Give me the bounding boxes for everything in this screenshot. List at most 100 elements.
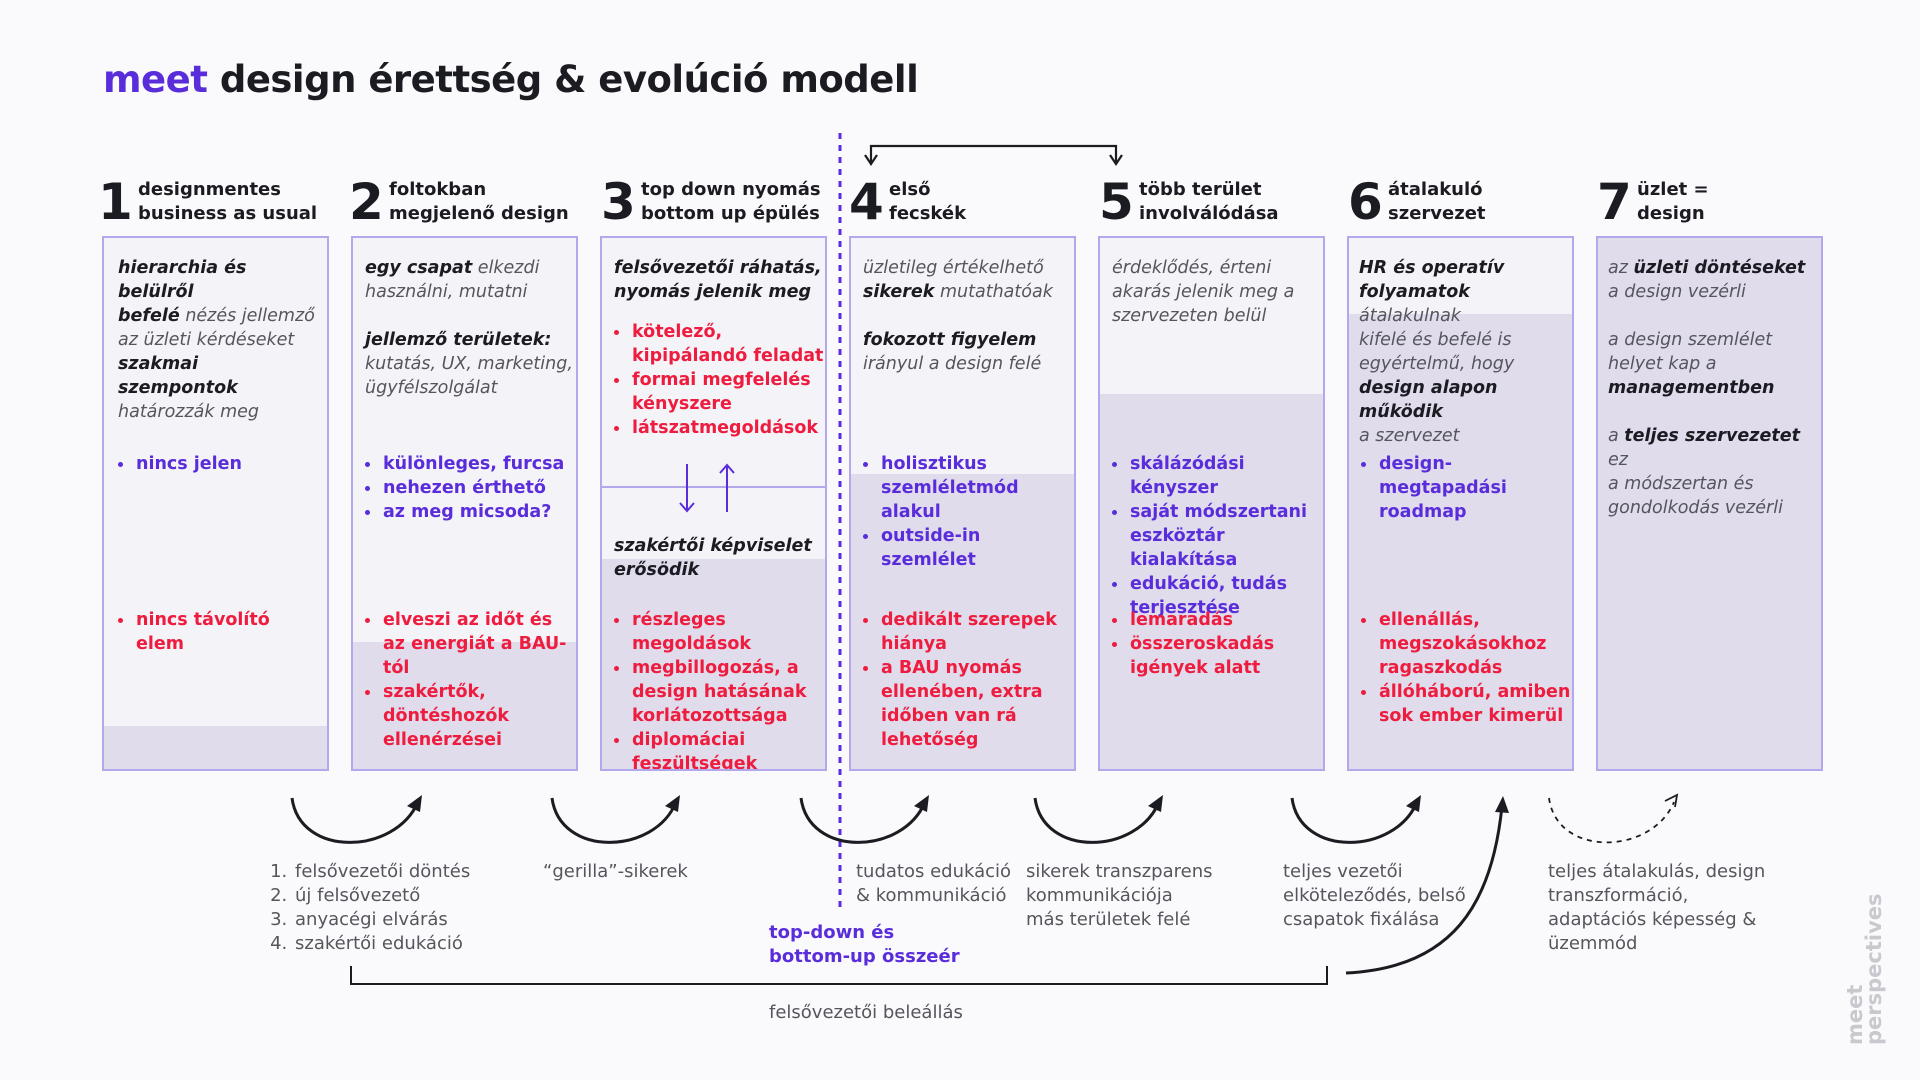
big-return-arrow-icon [1345, 805, 1504, 975]
transition-arrow-5-6-icon [1290, 797, 1419, 844]
positive-item: skálázódási kényszer [1112, 452, 1323, 500]
positive-item: saját módszertani eszköztár kialakítása [1112, 500, 1323, 572]
card-shade [602, 559, 825, 769]
transition-arrow-2-3-icon [550, 797, 678, 844]
footer-label: felsővezetői beleállás [769, 1002, 963, 1023]
transition-arrow-3-4-icon [799, 797, 927, 844]
arrowhead-icon [1406, 795, 1421, 812]
arrowhead-dashed-icon [1664, 793, 1679, 808]
transition-3-4-note: tudatos edukáció & kommunikáció [856, 861, 1012, 906]
negative-list: ellenállás, megszokásokhoz ragaszkodás á… [1361, 608, 1571, 728]
transition-5-6-note: teljes vezetői elköteleződés, belső csap… [1283, 861, 1466, 930]
positive-list: skálázódási kényszer saját módszertani e… [1112, 452, 1323, 620]
positive-list: design-megtapadási roadmap [1361, 452, 1571, 524]
negative-item: elveszi az időt és az energiát a BAU-tól [365, 608, 575, 680]
stage-label: átalakuló szervezet [1388, 179, 1486, 224]
arrowhead-icon [665, 795, 680, 812]
stage-number: 4 [849, 173, 884, 231]
card-shade [353, 642, 576, 769]
card-shade [104, 726, 327, 769]
stage-number: 7 [1597, 173, 1632, 231]
stage-label: foltokban megjelenő design [389, 179, 569, 224]
negative-list: kötelező, kipipálandó feladat formai meg… [614, 320, 824, 440]
card-shade [1598, 238, 1821, 769]
arrowhead-icon [1495, 796, 1509, 813]
negative-item: kötelező, kipipálandó feladat [614, 320, 824, 368]
page-title: meet design érettség & evolúció modell [103, 58, 919, 101]
stage-number: 6 [1348, 173, 1383, 231]
positive-item: design-megtapadási roadmap [1361, 452, 1571, 524]
negative-list: elveszi az időt és az energiát a BAU-tól… [365, 608, 575, 752]
footer-bracket [350, 966, 1328, 985]
arrowhead-icon [407, 795, 422, 812]
negative-item: állóháború, amiben sok ember kimerül [1361, 680, 1571, 728]
negative-item: a BAU nyomás ellenében, extra időben van… [863, 656, 1073, 752]
card-shade [1349, 314, 1572, 769]
title-text: design érettség & evolúció modell [219, 58, 919, 101]
positive-item: edukáció, tudás terjesztése [1112, 572, 1323, 620]
transition-item: szakértői edukáció [293, 932, 470, 956]
negative-item: részleges megoldások [614, 608, 824, 656]
stage-card-3: felsővezetői ráhatás,nyomás jelenik meg … [600, 236, 827, 771]
transition-item: felsővezetői döntés [293, 860, 470, 884]
down-arrow-icon [679, 464, 695, 513]
card-shade [851, 474, 1074, 769]
negative-item: látszatmegoldások [614, 416, 824, 440]
transition-1-2-list: felsővezetői döntés új felsővezető anyac… [270, 860, 470, 956]
positive-item: különleges, furcsa [365, 452, 575, 476]
positive-list: nincs jelen [118, 452, 323, 476]
negative-item: összeroskadás igények alatt [1112, 632, 1322, 680]
positive-list: holisztikus szemléletmód alakul outside-… [863, 452, 1074, 572]
stage-number: 3 [601, 173, 636, 231]
negative-item: dedikált szerepek hiánya [863, 608, 1073, 656]
negative-item: nincs távolító elem [118, 608, 323, 656]
stage-number: 5 [1099, 173, 1134, 231]
bracket-4-5-icon [864, 144, 1123, 166]
transition-4-5-note: sikerek transzparens kommunikációja más … [1026, 861, 1213, 930]
positive-item: nincs jelen [118, 452, 323, 476]
transition-item: anyacégi elvárás [293, 908, 470, 932]
transition-6-7-note: teljes átalakulás, design transzformáció… [1548, 861, 1766, 954]
negative-list: lemaradás összeroskadás igények alatt [1112, 608, 1322, 680]
stage-label: designmentes business as usual [138, 179, 318, 224]
positive-item: az meg micsoda? [365, 500, 575, 524]
arrowhead-icon [1148, 795, 1163, 812]
negative-list: részleges megoldások megbillogozás, a de… [614, 608, 824, 769]
negative-list: dedikált szerepek hiánya a BAU nyomás el… [863, 608, 1073, 752]
negative-item: lemaradás [1112, 608, 1322, 632]
card-divider [602, 486, 825, 488]
transition-arrow-1-2-icon [290, 797, 420, 844]
stage-number: 2 [349, 173, 384, 231]
positive-item: holisztikus szemléletmód alakul [863, 452, 1074, 524]
card-shade [1100, 394, 1323, 769]
stage-label: több terület involválódása [1139, 179, 1279, 224]
negative-item: szakértők, döntéshozók ellenérzései [365, 680, 575, 752]
transition-2-3-note: “gerilla”-sikerek [543, 861, 688, 882]
brand-word: meet [103, 58, 208, 101]
stage-label: első fecskék [889, 179, 967, 224]
transition-item: új felsővezető [293, 884, 470, 908]
